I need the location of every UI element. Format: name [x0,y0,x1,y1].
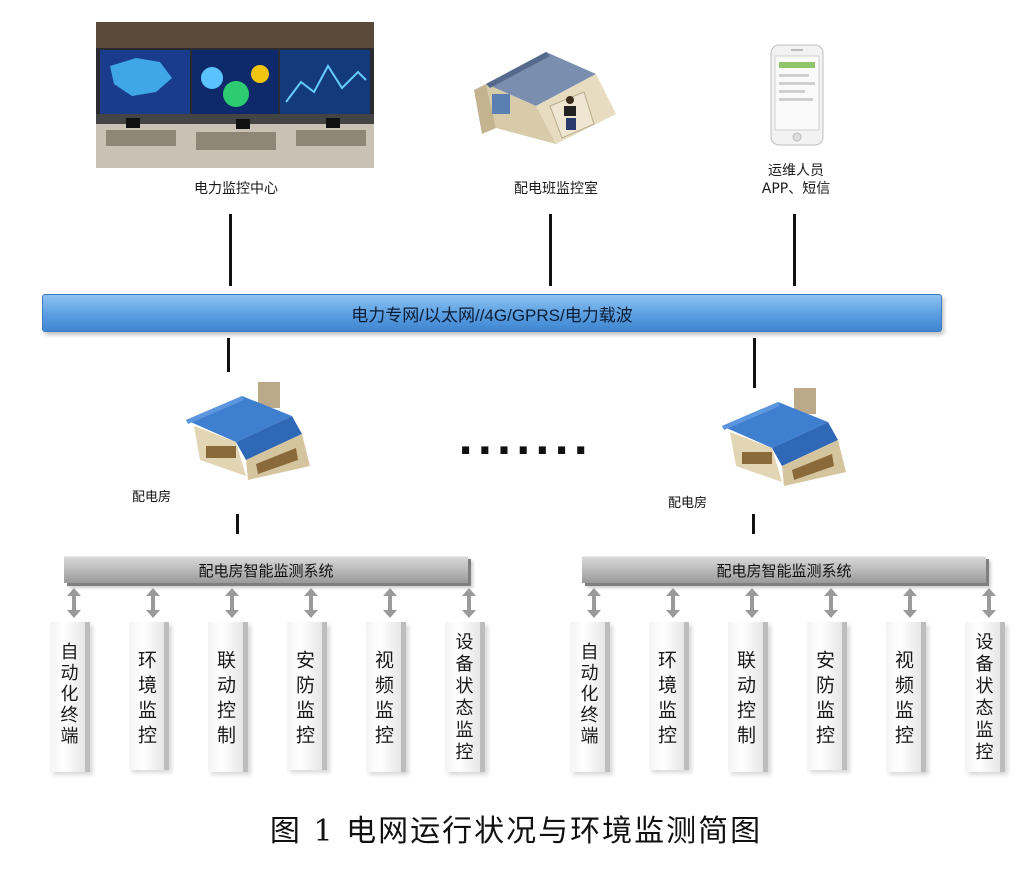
module-column: 视频监控 [366,622,406,772]
module-column: 自动化终端 [570,622,610,772]
smartphone-icon [770,44,824,146]
bidirectional-arrow-icon [666,588,680,618]
module-column: 设备状态监控 [445,622,485,772]
bidirectional-arrow-icon [903,588,917,618]
ops-staff-line2: APP、短信 [761,181,831,197]
module-column: 环境监控 [649,622,689,770]
bidirectional-arrow-icon [67,588,81,618]
module-label: 自动化终端 [577,642,599,747]
monitoring-room-icon [466,44,626,160]
module-label: 视频监控 [372,650,394,750]
module-label: 自动化终端 [57,642,79,747]
module-label: 安防监控 [813,650,835,750]
bidirectional-arrow-icon [587,588,601,618]
bidirectional-arrow-icon [982,588,996,618]
module-column: 设备状态监控 [965,622,1005,772]
network-bar: 电力专网/以太网//4G/GPRS/电力载波 [42,294,942,332]
connector-line [753,338,756,388]
ellipsis: ······· [458,428,593,474]
module-column: 视频监控 [886,622,926,772]
monitoring-system-bar: 配电房智能监测系统 [64,556,468,583]
module-label: 联动控制 [214,650,236,750]
bidirectional-arrow-icon [462,588,476,618]
connector-line [752,514,755,534]
distribution-room-label: 配电房 [668,496,708,511]
connector-line [793,214,796,286]
module-column: 安防监控 [287,622,327,770]
module-column: 环境监控 [129,622,169,770]
module-column: 自动化终端 [50,622,90,772]
ops-staff-label: 运维人员 APP、短信 [706,162,886,198]
module-label: 设备状态监控 [452,632,474,764]
connector-line [236,514,239,534]
monitoring-room-label: 配电班监控室 [514,181,598,197]
distribution-room-icon [186,376,326,486]
control-center-image [96,22,374,168]
connector-line [227,338,230,372]
bidirectional-arrow-icon [383,588,397,618]
module-column: 安防监控 [807,622,847,770]
monitoring-system-label: 配电房智能监测系统 [716,561,852,580]
bidirectional-arrow-icon [225,588,239,618]
bidirectional-arrow-icon [745,588,759,618]
module-label: 安防监控 [293,650,315,750]
bidirectional-arrow-icon [304,588,318,618]
module-label: 视频监控 [892,650,914,750]
ops-staff-line1: 运维人员 [768,163,824,179]
network-label: 电力专网/以太网//4G/GPRS/电力载波 [351,305,633,325]
bidirectional-arrow-icon [824,588,838,618]
module-label: 联动控制 [734,650,756,750]
distribution-room-label: 配电房 [132,490,172,505]
module-label: 环境监控 [655,650,677,750]
connector-line [229,214,232,286]
distribution-room-icon [722,382,862,492]
module-label: 环境监控 [135,650,157,750]
connector-line [549,214,552,286]
bidirectional-arrow-icon [146,588,160,618]
module-column: 联动控制 [728,622,768,772]
figure-caption: 图 1 电网运行状况与环境监测简图 [269,814,763,849]
module-column: 联动控制 [208,622,248,772]
monitoring-system-bar: 配电房智能监测系统 [582,556,986,583]
module-label: 设备状态监控 [972,632,994,764]
monitoring-system-label: 配电房智能监测系统 [198,561,334,580]
control-center-label: 电力监控中心 [194,181,278,197]
